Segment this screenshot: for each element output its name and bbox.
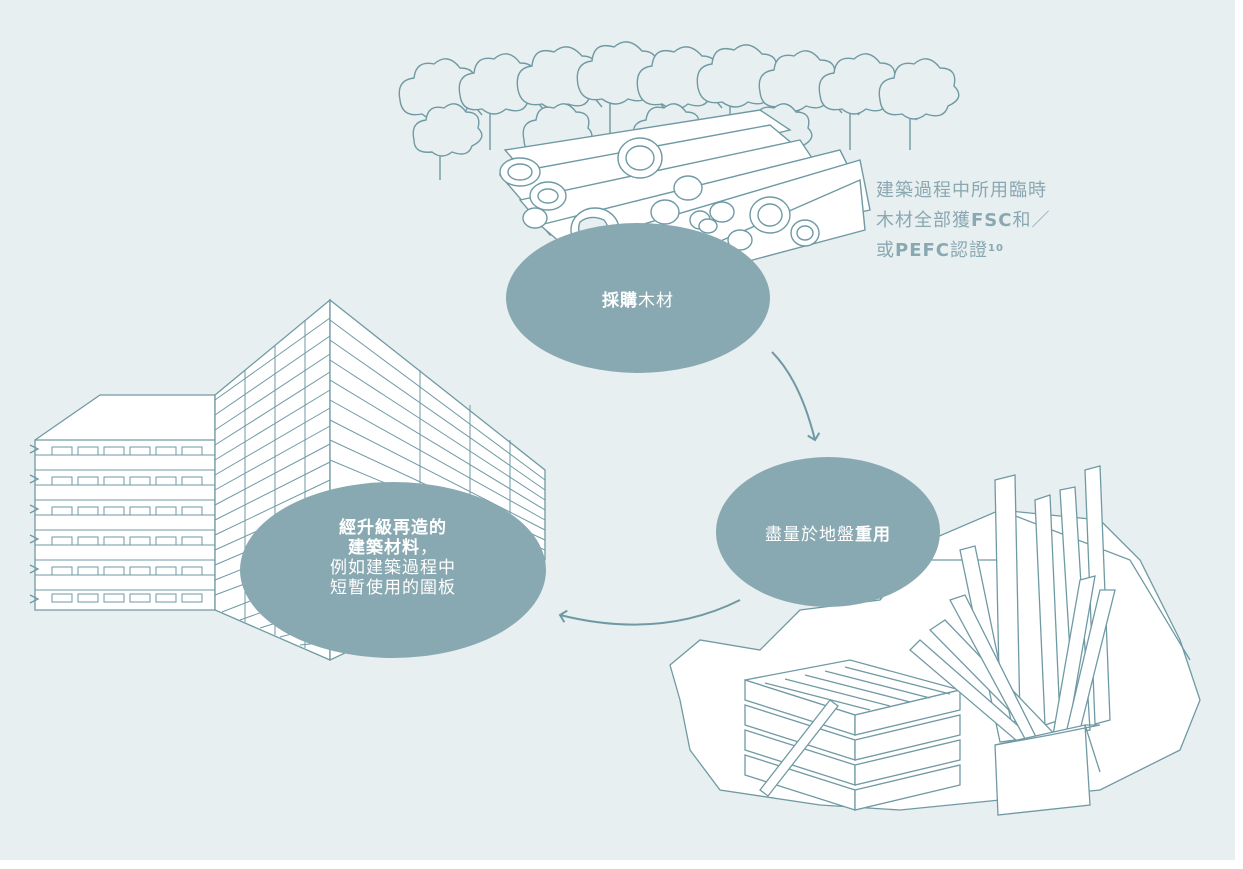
procure-label-bold: 採購 <box>602 291 638 311</box>
upcycle-reg-line1: 例如建築過程中 <box>330 558 456 578</box>
upcycle-bold-line2: 建築材料 <box>348 538 420 558</box>
note-line3: 或PEFC認證10 <box>876 236 1106 266</box>
note-line2: 木材全部獲FSC和／ <box>876 206 1106 236</box>
reuse-label-regular: 盡量於地盤 <box>765 525 855 545</box>
procure-label-regular: 木材 <box>638 291 674 311</box>
note-fsc: FSC <box>971 210 1013 231</box>
procure-ellipse <box>506 223 770 373</box>
scrap-wood-pile-illustration <box>669 465 1201 816</box>
note-line3-pre: 或 <box>876 240 895 261</box>
note-line2-pre: 木材全部獲 <box>876 210 971 231</box>
cycle-arrow-right <box>771 351 821 442</box>
note-footnote-ref: 10 <box>988 243 1004 254</box>
upcycle-ellipse <box>240 482 546 658</box>
note-pefc: PEFC <box>895 240 950 261</box>
reuse-ellipse <box>716 457 940 607</box>
cycle-arrow-left <box>558 599 741 626</box>
note-line3-post: 認證 <box>950 240 988 261</box>
reuse-label-bold: 重用 <box>855 525 891 545</box>
procure-label: 採購木材 <box>538 286 738 311</box>
upcycle-label: 經升級再造的 建築材料， 例如建築過程中 短暫使用的圍板 <box>283 518 503 598</box>
upcycle-bold-line1: 經升級再造的 <box>339 518 447 538</box>
note-line1: 建築過程中所用臨時 <box>876 180 1047 201</box>
note-line2-post: 和／ <box>1012 210 1051 231</box>
upcycle-punct: ， <box>420 538 438 558</box>
upcycle-reg-line2: 短暫使用的圍板 <box>330 578 456 598</box>
certification-note: 建築過程中所用臨時 木材全部獲FSC和／ 或PEFC認證10 <box>876 176 1106 266</box>
reuse-label: 盡量於地盤重用 <box>728 520 928 545</box>
